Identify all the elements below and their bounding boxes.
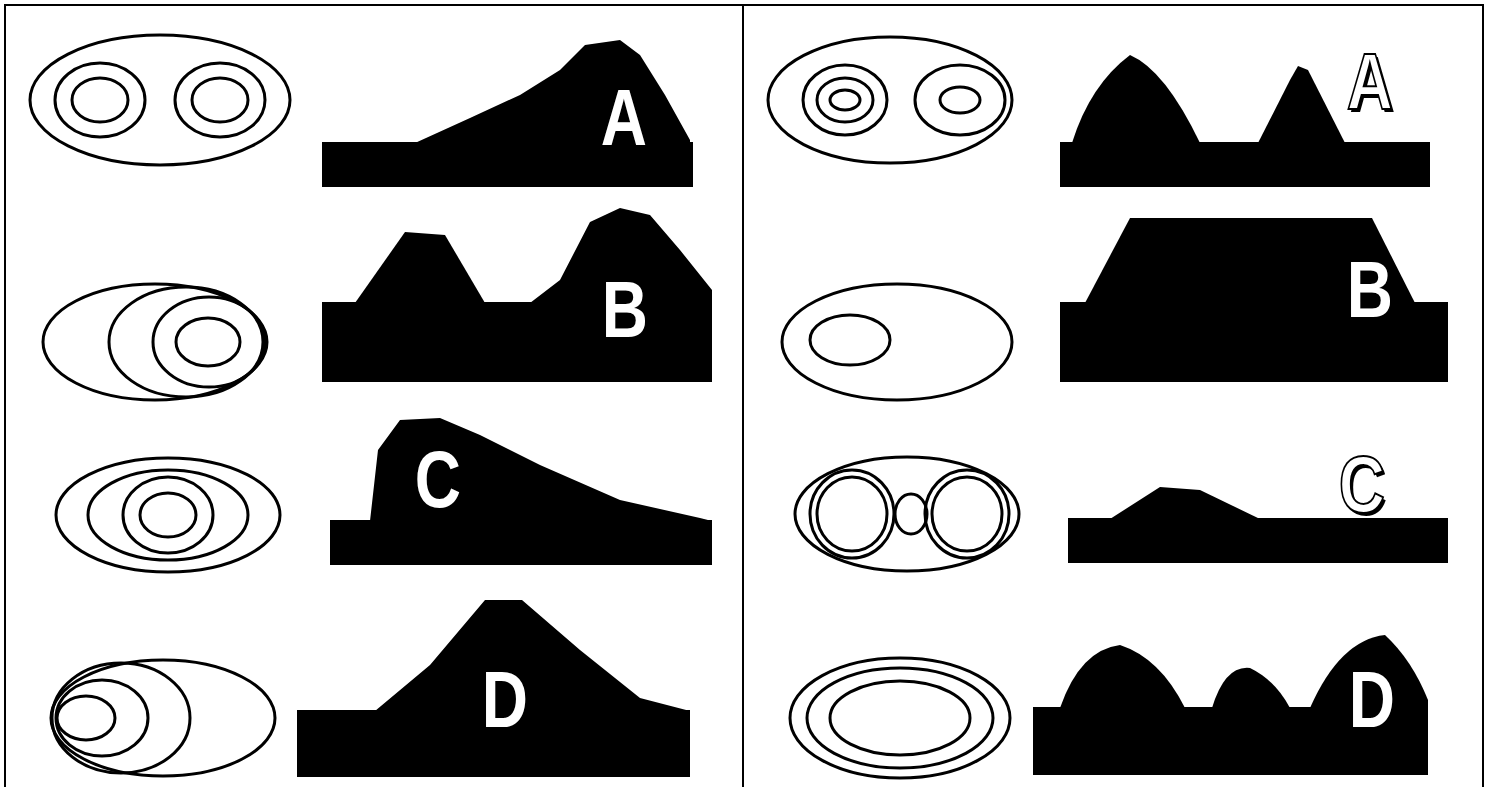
profile-letter: A — [1347, 42, 1393, 122]
profile-letter: C — [1339, 445, 1385, 525]
profile-letter: B — [1347, 250, 1393, 330]
profile-letter: A — [601, 78, 647, 158]
profile-letter: D — [482, 660, 528, 740]
profile-letter: D — [1349, 660, 1395, 740]
profile-letter: B — [602, 270, 648, 350]
profile-letter: C — [415, 440, 461, 520]
